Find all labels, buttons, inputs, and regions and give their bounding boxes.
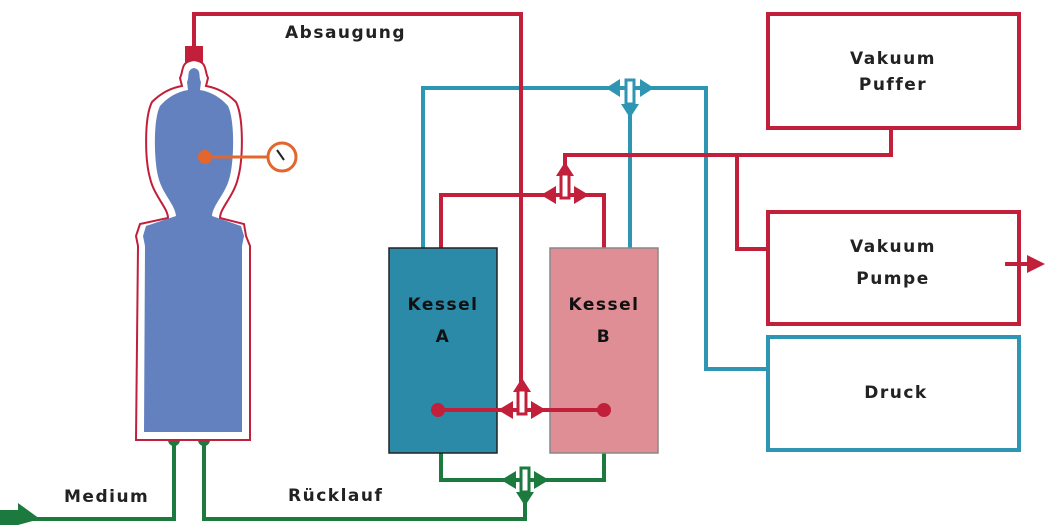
pressure-valve [606,78,654,118]
vacuum-valve-bottom [498,378,546,419]
druck-box [766,335,1021,452]
tank-b-label-line2: B [597,327,611,347]
medium-inlet-arrow [0,503,40,525]
vakuum-puffer-line1: Vakuum [850,49,936,69]
tank-b [549,247,659,454]
valve-arrow-left [498,401,513,419]
vakuum-pumpe-box [766,210,1021,326]
valve-arrow-right [640,79,654,97]
medium-lines [18,440,606,521]
pump-outlet-arrow [1005,255,1045,273]
ruecklauf-label: Rücklauf [288,486,383,506]
medium-valve [501,466,549,506]
valve-stem [516,388,528,416]
tank-a-port [431,403,445,417]
tank-a-label-line2: A [436,327,451,347]
druck-label: Druck [864,383,927,403]
vakuum-pumpe-line1: Vakuum [850,237,936,257]
tank-a-vacuum [439,193,606,248]
pressure-gauge [198,141,298,173]
valve-arrow-right [531,401,546,419]
pump-branch [735,155,768,251]
medium-inlet-line [18,440,176,521]
vacuum-valve-top [541,162,589,204]
suction-line [192,12,523,392]
vakuum-puffer-line2: Puffer [859,75,927,95]
tank-b-port [597,403,611,417]
vakuum-pumpe-line2: Pumpe [856,269,929,289]
tank-b-label-line1: Kessel [569,295,640,315]
valve-arrow-left [606,79,620,97]
tank-a [388,247,498,454]
tank-a-label-line1: Kessel [408,295,479,315]
absaugung-label: Absaugung [285,23,406,43]
gauge-needle [276,149,285,161]
valve-stem [519,466,531,494]
pump-outlet-head [1027,255,1045,273]
vessel-body [143,68,244,432]
valve-stem [559,172,571,200]
vakuum-puffer-box [766,12,1021,130]
return-line [202,440,527,521]
valve-arrow-right [534,471,549,489]
gauge-sensor-dot [198,150,212,164]
valve-arrow-down [621,104,639,118]
valve-arrow-right [574,186,589,204]
valve-arrow-left [541,186,556,204]
valve-stem [624,78,636,106]
vessel [134,58,251,441]
valve-arrow-down [516,492,534,506]
medium-label: Medium [64,487,149,507]
vacuum-header [563,130,893,190]
valve-arrow-left [501,471,516,489]
pressure-line-tank-a [421,86,768,371]
